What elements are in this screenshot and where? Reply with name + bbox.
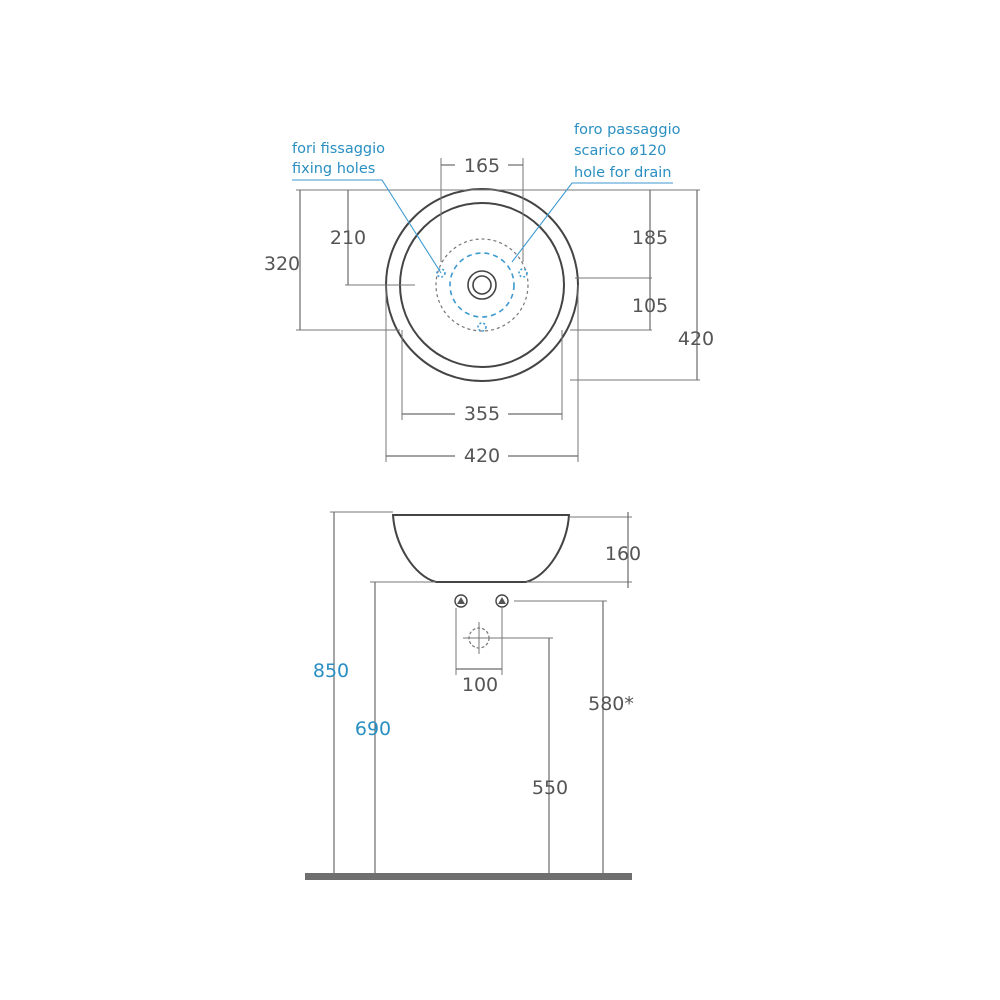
dim-355: 355 — [464, 403, 500, 425]
dim-320: 320 — [264, 253, 300, 275]
fixing-hole-right — [518, 268, 528, 278]
drain-hole-circle — [449, 252, 515, 318]
leader-fixing — [292, 179, 442, 274]
dim-105: 105 — [632, 295, 668, 317]
floor-line — [305, 873, 632, 880]
dim-160: 160 — [605, 543, 641, 565]
dim-165: 165 — [464, 155, 500, 177]
note-fixing-line1: fori fissaggio — [292, 141, 385, 157]
side-view: 850 690 160 100 580* — [305, 511, 641, 880]
dim-850: 850 — [313, 660, 349, 682]
note-drain-line1: foro passaggio — [574, 122, 681, 138]
note-drain-line3: hole for drain — [574, 165, 671, 181]
top-view: 165 320 210 185 105 420 355 — [264, 122, 714, 467]
dim-210: 210 — [330, 227, 366, 249]
basin-profile — [391, 514, 571, 583]
dim-420-depth: 420 — [678, 328, 714, 350]
basin-inner-rim — [399, 202, 565, 368]
note-drain-line2: scarico ø120 — [574, 143, 666, 159]
drain-inner — [472, 275, 492, 295]
leader-drain — [511, 182, 673, 263]
dim-100: 100 — [462, 674, 498, 696]
fixing-hole-bottom — [477, 322, 487, 332]
dim-580: 580* — [588, 693, 634, 715]
note-fixing-line2: fixing holes — [292, 161, 375, 177]
dim-185: 185 — [632, 227, 668, 249]
supply-valve-right — [495, 594, 509, 608]
dim-690: 690 — [355, 718, 391, 740]
fixing-circle-dashed — [435, 238, 529, 332]
fixing-hole-left — [436, 268, 446, 278]
drain-outer — [467, 270, 497, 300]
dim-550: 550 — [532, 777, 568, 799]
supply-valve-left — [454, 594, 468, 608]
dim-420-width: 420 — [464, 445, 500, 467]
